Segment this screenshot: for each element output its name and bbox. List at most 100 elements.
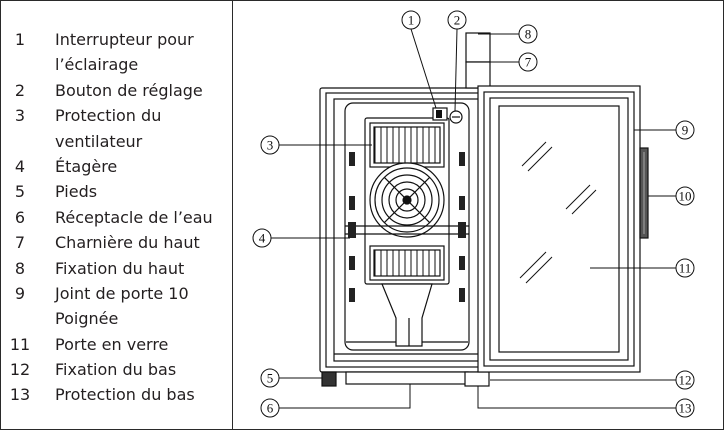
legend-item: 1 Interrupteur pour l’éclairage	[0, 27, 231, 78]
callout-number: 6	[267, 401, 274, 416]
callout-11: 11	[675, 258, 695, 278]
legend-item-text: l’éclairage	[55, 55, 139, 75]
legend-item-text: Charnière du haut	[55, 233, 200, 253]
leader-lines	[271, 28, 676, 409]
callout-13: 13	[675, 398, 695, 418]
leader-line-1	[410, 28, 437, 109]
legend-line: 7 Charnière du haut	[0, 230, 231, 255]
callout-3: 3	[260, 135, 280, 155]
callout-6: 6	[260, 398, 280, 418]
legend-line: 13 Protection du bas	[0, 382, 231, 407]
legend-line: 2 Bouton de réglage	[0, 78, 231, 103]
legend-item-text: Protection du	[55, 106, 162, 126]
legend-item-number: 12	[9, 360, 31, 380]
callout-number: 11	[679, 261, 692, 276]
legend-item-number: 7	[14, 233, 26, 253]
glass-door	[477, 85, 641, 373]
rail-clip	[349, 196, 355, 210]
legend-item-number: 5	[14, 182, 26, 202]
legend-item-text: Pieds	[55, 182, 98, 202]
legend-item: 13 Protection du bas	[0, 382, 231, 407]
reflection-mark	[521, 141, 547, 167]
callout-number: 12	[679, 373, 692, 388]
shelf-rail-clips	[349, 152, 465, 302]
legend-item: 2 Bouton de réglage	[0, 78, 231, 103]
callout-circle	[675, 398, 695, 418]
legend-line: l’éclairage	[0, 52, 231, 77]
rail-clip	[349, 152, 355, 166]
legend-item-number: 1	[14, 30, 26, 49]
shelf-bracket	[458, 222, 466, 238]
legend-item: 3 Protection du ventilateur	[0, 103, 231, 154]
legend-item: 8 Fixation du haut	[0, 256, 231, 281]
legend-line: 6 Réceptacle de l’eau	[0, 205, 231, 230]
callout-circle	[518, 24, 538, 44]
fan-ring	[374, 167, 440, 233]
leader-line-13	[477, 386, 676, 409]
rail-clip	[459, 288, 465, 302]
callout-circle	[675, 370, 695, 390]
callout-number: 3	[267, 138, 274, 153]
callout-circle	[260, 368, 280, 388]
callout-circle	[401, 10, 421, 30]
shelf-bracket	[348, 222, 356, 238]
callout-circle	[675, 186, 695, 206]
top-fixation	[465, 32, 491, 63]
door-seal	[483, 91, 635, 367]
legend-item-number: 9	[14, 283, 26, 303]
door-frame-inner	[489, 97, 629, 361]
legend-item: 7 Charnière du haut	[0, 230, 231, 255]
callout-circle	[675, 258, 695, 278]
left-foot	[321, 371, 337, 387]
legend-item: 9 Joint de porte 10 Poignée	[0, 281, 231, 332]
callout-2: 2	[447, 10, 467, 30]
legend-item-number: 13	[9, 385, 31, 405]
callout-10: 10	[675, 186, 695, 206]
legend-line: 9 Joint de porte 10	[0, 281, 231, 306]
reflection-mark	[565, 184, 591, 210]
legend-item-text: Poignée	[55, 309, 119, 329]
bottom-hinge	[464, 371, 490, 387]
door-handle	[639, 147, 649, 239]
callout-number: 1	[408, 13, 415, 28]
reflection-mark	[527, 146, 553, 172]
fan-hub	[402, 195, 412, 205]
callout-number: 7	[525, 55, 532, 70]
legend-line: Poignée	[0, 306, 231, 331]
legend-item-text: Bouton de réglage	[55, 80, 203, 100]
water-receptacle	[345, 371, 469, 385]
leader-line-2	[454, 28, 458, 112]
callout-circle	[447, 10, 467, 30]
legend-item-text: Joint de porte 10	[55, 283, 189, 303]
callout-9: 9	[675, 120, 695, 140]
callout-5: 5	[260, 368, 280, 388]
reflection-mark	[571, 189, 597, 215]
legend-item: 6 Réceptacle de l’eau	[0, 205, 231, 230]
top-hinge	[465, 61, 491, 89]
legend-item-text: Porte en verre	[55, 334, 169, 354]
legend-item-text: Interrupteur pour	[55, 30, 194, 49]
top-grille	[373, 126, 441, 164]
callout-circle	[260, 135, 280, 155]
leader-line-6	[279, 384, 411, 409]
glass-panel	[498, 105, 620, 353]
reflection-mark	[525, 256, 553, 284]
fan-ring	[388, 181, 426, 219]
legend-item-number: 11	[9, 334, 31, 354]
adjustment-knob	[449, 110, 463, 124]
fan-ring	[395, 188, 419, 212]
door-frame-outer	[477, 85, 641, 373]
legend-item-text: Réceptacle de l’eau	[55, 207, 213, 227]
legend-item-number: 3	[14, 106, 26, 126]
callout-1: 1	[401, 10, 421, 30]
parts-legend: 1 Interrupteur pour l’éclairage 2 Bouton…	[0, 27, 231, 408]
bottom-grille-frame	[369, 245, 445, 281]
callout-7: 7	[518, 52, 538, 72]
callout-number: 13	[679, 401, 692, 416]
legend-line: 3 Protection du	[0, 103, 231, 128]
callout-4: 4	[252, 228, 272, 248]
legend-line: 12 Fixation du bas	[0, 357, 231, 382]
legend-item: 12 Fixation du bas	[0, 357, 231, 382]
rail-clip	[459, 152, 465, 166]
